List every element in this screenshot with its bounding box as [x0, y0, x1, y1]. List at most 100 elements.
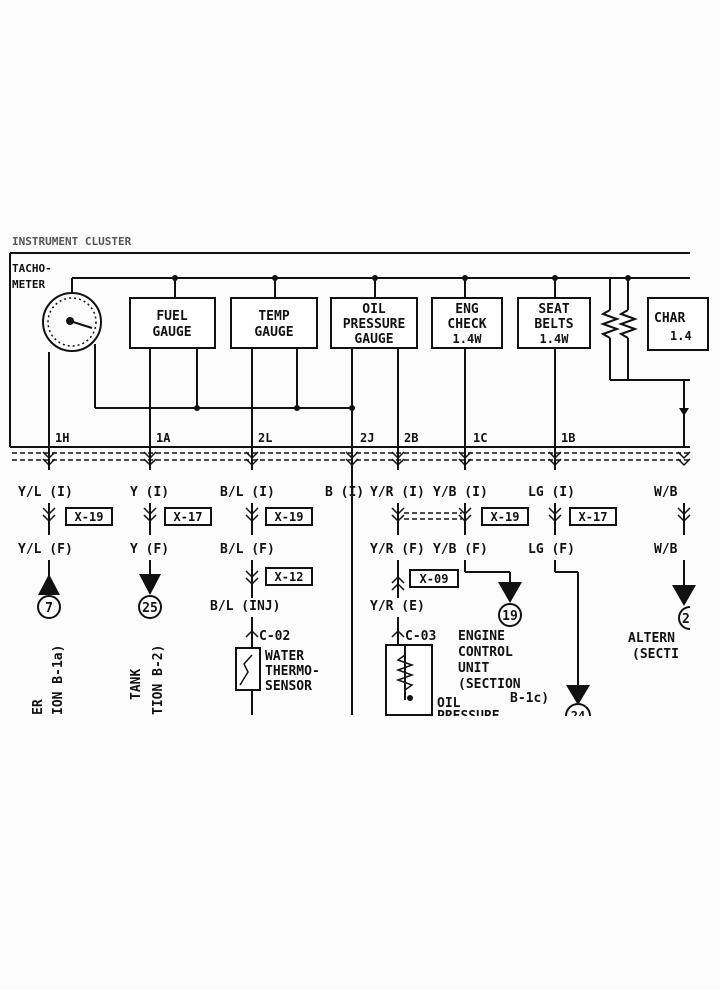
temp-gauge-box: TEMP GAUGE: [230, 297, 318, 349]
resistor-icon: [600, 278, 620, 380]
arrow-down-icon: [672, 585, 696, 606]
svg-text:X-17: X-17: [579, 510, 608, 524]
svg-text:X-12: X-12: [275, 570, 304, 584]
wire-label: Y/L (I): [18, 485, 73, 500]
header-title: INSTRUMENT CLUSTER: [12, 235, 132, 248]
svg-text:X-17: X-17: [174, 510, 203, 524]
svg-text:GAUGE: GAUGE: [254, 325, 293, 340]
pin-label: 1H: [55, 431, 69, 445]
svg-text:FUEL: FUEL: [156, 309, 187, 324]
c02-label: C-02: [259, 629, 290, 644]
pin-label: 2L: [258, 431, 272, 445]
thermistor-symbol: [239, 654, 253, 686]
pin-label: 1A: [156, 431, 171, 445]
svg-text:OIL: OIL: [362, 302, 386, 317]
svg-text:SEAT: SEAT: [538, 302, 569, 317]
svg-text:1.4W: 1.4W: [453, 332, 483, 346]
resistor-icon: [618, 278, 638, 380]
spring-symbol: [395, 654, 415, 691]
connector-chevrons: [245, 570, 259, 586]
connector-tag: X-17: [164, 507, 212, 526]
wire-label: B/L (F): [220, 542, 275, 557]
diode-icon: [679, 408, 689, 416]
pin-label: 1C: [473, 431, 487, 445]
pin-label: 1B: [561, 431, 575, 445]
svg-text:CHAR: CHAR: [654, 311, 685, 326]
alternator-label: (SECTI: [632, 647, 679, 662]
connector-tag: X-19: [265, 507, 313, 526]
switch-contact: [407, 695, 413, 701]
tachometer-label-line2: METER: [12, 278, 45, 291]
svg-text:1.4W: 1.4W: [540, 332, 570, 346]
wire-label: B/L (INJ): [210, 599, 280, 614]
water-sensor-label: THERMO-: [265, 664, 320, 679]
ecu-label: ENGINE: [458, 629, 505, 644]
water-thermo-sensor-icon: [235, 647, 261, 691]
svg-text:ENG: ENG: [455, 302, 479, 317]
svg-text:CHECK: CHECK: [447, 317, 486, 332]
water-sensor-label: WATER: [265, 649, 304, 664]
tachometer-icon: [42, 292, 102, 352]
wire-label: W/B: [654, 485, 678, 500]
arrow-down-icon: [566, 685, 590, 705]
pin-label: 2J: [360, 431, 374, 445]
wire-label: Y (I): [130, 485, 169, 500]
ref-number: 19: [502, 609, 518, 624]
svg-text:GAUGE: GAUGE: [354, 332, 393, 347]
page-lower-blank: [0, 716, 720, 990]
vertical-label: TION B-2): [151, 645, 166, 715]
vertical-label: ION B-1a): [51, 645, 66, 715]
wire-label: Y/R (F): [370, 542, 425, 557]
wire-label: Y/L (F): [18, 542, 73, 557]
ref-number: 25: [142, 601, 158, 616]
vertical-label: TANK: [129, 669, 144, 700]
svg-text:PRESSURE: PRESSURE: [343, 317, 406, 332]
eng-check-box: ENG CHECK 1.4W: [431, 297, 503, 349]
connector-chevron-up: [391, 629, 405, 638]
connector-tag: X-19: [65, 507, 113, 526]
ecu-label: (SECTION: [458, 677, 521, 692]
svg-text:GAUGE: GAUGE: [152, 325, 191, 340]
connector-chevrons: [391, 575, 405, 591]
water-sensor-label: SENSOR: [265, 679, 312, 694]
ecu-label: UNIT: [458, 661, 489, 676]
junction-node: [194, 405, 200, 411]
ref-number: 7: [45, 601, 53, 616]
ref-circle: [498, 603, 522, 627]
ref-number: 2: [682, 612, 690, 627]
tachometer-label-line1: TACHO-: [12, 262, 52, 275]
svg-text:X-19: X-19: [75, 510, 104, 524]
wire-label: Y (F): [130, 542, 169, 557]
connector-chevron-up: [245, 629, 259, 638]
wire-label: Y/R (I): [370, 485, 425, 500]
c03-label: C-03: [405, 629, 436, 644]
connector-tag: X-09: [409, 569, 459, 588]
ref-circle: [678, 606, 691, 630]
junction-node: [294, 405, 300, 411]
arrow-down-icon: [498, 582, 522, 603]
wire-label: Y/B (I): [433, 485, 488, 500]
ref-circle: [138, 595, 162, 619]
connector-chevrons: [42, 507, 691, 523]
oil-pressure-switch-icon: [385, 644, 433, 716]
wire-label: Y/B (F): [433, 542, 488, 557]
oil-sensor-label: OIL: [437, 696, 461, 711]
svg-text:BELTS: BELTS: [534, 317, 573, 332]
connector-chevrons: [42, 451, 691, 467]
wire-label: Y/R (E): [370, 599, 425, 614]
ecu-label: CONTROL: [458, 645, 513, 660]
svg-text:TEMP: TEMP: [258, 309, 289, 324]
pin-label: 2B: [404, 431, 418, 445]
tachometer-needle: [69, 320, 93, 329]
wire-label: B/L (I): [220, 485, 275, 500]
fuel-gauge-box: FUEL GAUGE: [129, 297, 216, 349]
seat-belts-box: SEAT BELTS 1.4W: [517, 297, 591, 349]
wire-label: B (I): [325, 485, 364, 500]
vertical-label: ER: [31, 699, 46, 715]
arrow-up-icon: [38, 574, 60, 595]
tachometer-scale: [47, 297, 97, 347]
svg-text:X-19: X-19: [275, 510, 304, 524]
ecu-label: B-1c): [510, 691, 549, 706]
